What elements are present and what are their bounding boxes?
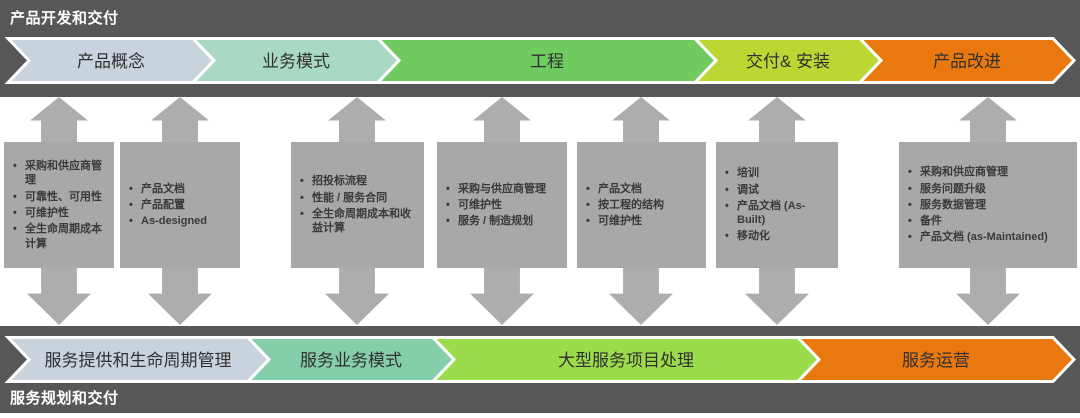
box-items: 培训调试产品文档 (As-Built)移动化 bbox=[724, 164, 832, 245]
down-arrow-icon bbox=[325, 267, 389, 325]
service-band-title: 服务规划和交付 bbox=[10, 390, 119, 407]
list-item: 全生命周期成本和收益计算 bbox=[299, 207, 418, 236]
chevron-delivery-install: 交付& 安装 bbox=[691, 37, 884, 84]
product-chevron-row: 产品概念 业务模式 工程 交付& 安装 产品改进 bbox=[4, 37, 1077, 84]
service-planning-band: 服务提供和生命周期管理 服务业务模式 大型服务项目处理 服务运营 服务规划和交付 bbox=[0, 326, 1080, 413]
chevron-label: 服务运营 bbox=[902, 351, 970, 370]
up-arrow-icon bbox=[748, 97, 806, 143]
list-item: 服务数据管理 bbox=[907, 198, 1071, 213]
box-items: 采购和供应商管理可靠性、可用性可维护性全生命周期成本计算 bbox=[12, 157, 108, 253]
chevron-engineering: 工程 bbox=[374, 37, 719, 84]
list-item: 产品文档 bbox=[585, 182, 700, 197]
chevron-service-operations: 服务运营 bbox=[794, 336, 1077, 383]
chevron-shape bbox=[856, 37, 1077, 84]
chevron-service-business-model: 服务业务模式 bbox=[244, 336, 457, 383]
chevron-label: 交付& 安装 bbox=[746, 52, 830, 71]
list-item: 移动化 bbox=[724, 229, 832, 244]
chevron-label: 产品改进 bbox=[933, 52, 1001, 71]
chevron-label: 服务业务模式 bbox=[300, 351, 402, 370]
chevron-label: 工程 bbox=[530, 52, 564, 71]
process-box: 产品文档产品配置As-designed bbox=[120, 142, 240, 268]
list-item: 培训 bbox=[724, 166, 832, 181]
up-arrow-icon bbox=[959, 97, 1017, 143]
list-item: 全生命周期成本计算 bbox=[12, 222, 108, 251]
list-item: 采购与供应商管理 bbox=[445, 182, 561, 197]
chevron-large-service-projects: 大型服务项目处理 bbox=[429, 336, 822, 383]
list-item: 可维护性 bbox=[585, 214, 700, 229]
list-item: 产品文档 (As-Built) bbox=[724, 199, 832, 228]
process-box: 采购与供应商管理可维护性服务 / 制造规划 bbox=[437, 142, 567, 268]
chevron-shape bbox=[794, 336, 1077, 383]
chevron-product-improvement: 产品改进 bbox=[856, 37, 1077, 84]
list-item: 性能 / 服务合同 bbox=[299, 191, 418, 206]
up-arrow-icon bbox=[30, 97, 88, 143]
down-arrow-icon bbox=[470, 267, 534, 325]
chevron-label: 大型服务项目处理 bbox=[558, 351, 694, 370]
chevron-label: 服务提供和生命周期管理 bbox=[45, 351, 232, 370]
product-development-band: 产品开发和交付 产品概念 业务模式 工程 交付& 安装 产品改进 bbox=[0, 0, 1080, 97]
box-items: 招投标流程性能 / 服务合同全生命周期成本和收益计算 bbox=[299, 172, 418, 237]
down-arrow-icon bbox=[27, 267, 91, 325]
list-item: 产品配置 bbox=[128, 198, 234, 213]
box-items: 采购和供应商管理服务问题升级服务数据管理备件产品文档 (as-Maintaine… bbox=[907, 163, 1071, 246]
list-item: 产品文档 (as-Maintained) bbox=[907, 230, 1071, 245]
chevron-business-model: 业务模式 bbox=[189, 37, 402, 84]
list-item: 可靠性、可用性 bbox=[12, 190, 108, 205]
down-arrow-icon bbox=[745, 267, 809, 325]
up-arrow-icon bbox=[151, 97, 209, 143]
box-items: 采购与供应商管理可维护性服务 / 制造规划 bbox=[445, 180, 561, 231]
down-arrow-icon bbox=[956, 267, 1020, 325]
service-chevron-row: 服务提供和生命周期管理 服务业务模式 大型服务项目处理 服务运营 bbox=[4, 336, 1077, 383]
list-item: 可维护性 bbox=[445, 198, 561, 213]
box-items: 产品文档按工程的结构可维护性 bbox=[585, 180, 700, 231]
down-arrow-icon bbox=[609, 267, 673, 325]
process-box: 采购和供应商管理服务问题升级服务数据管理备件产品文档 (as-Maintaine… bbox=[899, 142, 1077, 268]
product-band-title: 产品开发和交付 bbox=[10, 10, 119, 27]
list-item: 服务问题升级 bbox=[907, 182, 1071, 197]
chevron-label: 产品概念 bbox=[77, 51, 145, 71]
list-item: 按工程的结构 bbox=[585, 198, 700, 213]
list-item: 可维护性 bbox=[12, 206, 108, 221]
process-box: 招投标流程性能 / 服务合同全生命周期成本和收益计算 bbox=[291, 142, 424, 268]
up-arrow-icon bbox=[612, 97, 670, 143]
list-item: 招投标流程 bbox=[299, 174, 418, 189]
up-arrow-icon bbox=[473, 97, 531, 143]
chevron-product-concept: 产品概念 bbox=[4, 37, 217, 84]
list-item: 服务 / 制造规划 bbox=[445, 214, 561, 229]
list-item: 调试 bbox=[724, 183, 832, 198]
list-item: 采购和供应商管理 bbox=[907, 165, 1071, 180]
list-item: 产品文档 bbox=[128, 182, 234, 197]
box-items: 产品文档产品配置As-designed bbox=[128, 180, 234, 231]
process-box: 培训调试产品文档 (As-Built)移动化 bbox=[716, 142, 838, 268]
up-arrow-icon bbox=[328, 97, 386, 143]
list-item: As-designed bbox=[128, 214, 234, 229]
list-item: 备件 bbox=[907, 214, 1071, 229]
down-arrow-icon bbox=[148, 267, 212, 325]
process-box: 产品文档按工程的结构可维护性 bbox=[577, 142, 706, 268]
chevron-label: 业务模式 bbox=[262, 52, 330, 71]
chevron-service-lifecycle: 服务提供和生命周期管理 bbox=[4, 336, 272, 383]
process-box: 采购和供应商管理可靠性、可用性可维护性全生命周期成本计算 bbox=[4, 142, 114, 268]
list-item: 采购和供应商管理 bbox=[12, 159, 108, 188]
